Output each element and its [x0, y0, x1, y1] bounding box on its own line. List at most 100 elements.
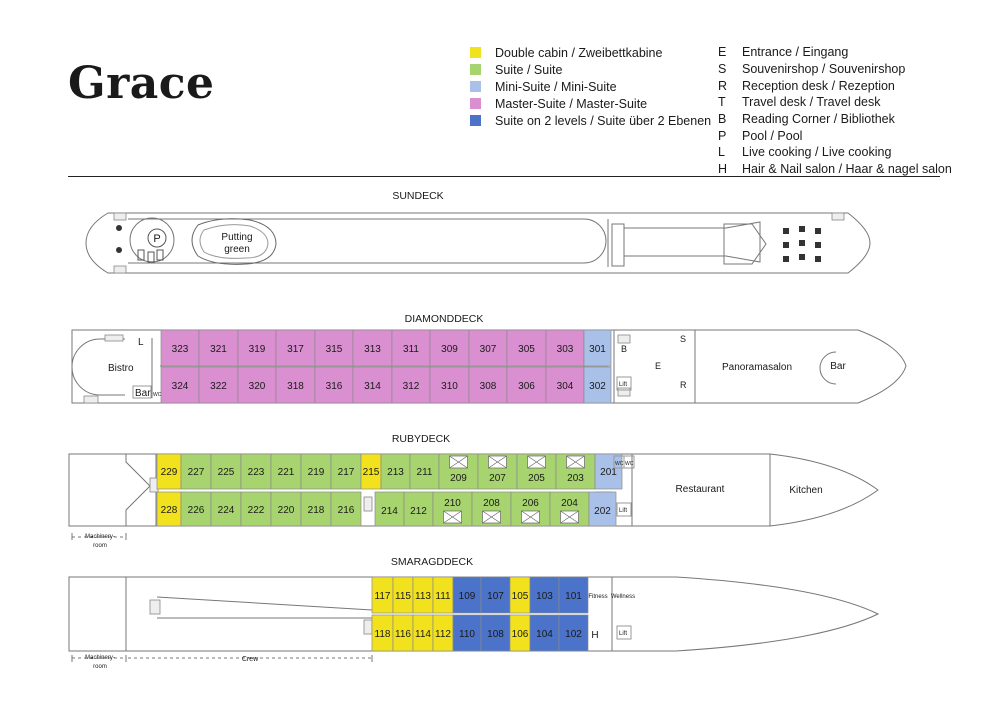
panoramasalon-label: Panoramasalon: [722, 362, 792, 373]
cabin-306: [506, 366, 547, 404]
key-label: Reading Corner / Bibliothek: [742, 112, 895, 127]
cabin-224: [210, 491, 242, 527]
smaragd-machinery-label-1: Machinery-: [85, 655, 115, 661]
sundeck-hull: [85, 212, 871, 274]
cabin-number: 217: [338, 467, 355, 478]
cabin-number: 303: [557, 344, 574, 355]
cabin-324: [160, 366, 200, 404]
cabin-number: 317: [287, 344, 304, 355]
cabin-320: [237, 366, 277, 404]
legend-label: Double cabin / Zweibettkabine: [495, 45, 663, 60]
souvenir-label: S: [680, 334, 686, 344]
cabin-number: 323: [172, 344, 189, 355]
cabin-number: 206: [522, 498, 539, 509]
live-cooking-label: L: [138, 337, 144, 348]
cabin-number: 321: [210, 344, 227, 355]
cabin-212: [403, 491, 434, 527]
cabin-226: [180, 491, 212, 527]
smaragd-machinery-label-2: room: [93, 664, 107, 670]
cabin-number: 215: [363, 467, 380, 478]
cabin-103: [529, 576, 560, 614]
cabin-305: [506, 329, 547, 367]
cabin-number: 219: [308, 467, 325, 478]
cabin-number: 302: [589, 381, 606, 392]
cabin-211: [409, 453, 440, 490]
legend-swatch: [470, 115, 481, 126]
cabin-number: 205: [528, 473, 545, 484]
key-label: Hair & Nail salon / Haar & nagel salon: [742, 162, 952, 177]
cabin-number: 203: [567, 473, 584, 484]
cabin-number: 324: [172, 381, 189, 392]
cabin-number: 216: [338, 505, 355, 516]
cabin-225: [210, 453, 242, 490]
cabin-318: [275, 366, 316, 404]
cabin-number: 105: [512, 591, 529, 602]
entrance-label: E: [655, 361, 661, 371]
cabin-307: [468, 329, 508, 367]
cabin-number: 111: [435, 591, 451, 602]
diamonddeck-title: DIAMONDDECK: [405, 313, 484, 325]
cabin-number: 110: [459, 629, 475, 640]
cabin-number: 226: [188, 505, 205, 516]
forward-bar-label: Bar: [830, 361, 846, 372]
cabin-number: 103: [536, 591, 553, 602]
hair-salon-label: H: [591, 630, 598, 641]
cabin-227: [180, 453, 212, 490]
cabin-number: 320: [249, 381, 266, 392]
cabin-314: [352, 366, 393, 404]
key-label: Entrance / Eingang: [742, 45, 849, 60]
cabin-number: 102: [565, 629, 582, 640]
ruby-wc-2: WC: [625, 461, 634, 467]
legend-label: Mini-Suite / Mini-Suite: [495, 79, 617, 94]
legend-swatch: [470, 47, 481, 58]
cabin-number: 227: [188, 467, 205, 478]
legend-item-suite: Suite / Suite: [470, 61, 711, 78]
wc-box-2: [623, 455, 635, 469]
cabin-number: 304: [557, 381, 574, 392]
cabin-number: 228: [161, 505, 178, 516]
cabin-number: 114: [415, 629, 431, 640]
cabin-202: [588, 491, 617, 527]
cabin-222: [240, 491, 272, 527]
cabin-309: [429, 329, 470, 367]
cabin-number: 315: [326, 344, 343, 355]
crew-label: Crew: [242, 656, 259, 663]
bistro-label: Bistro: [108, 363, 134, 374]
cabin-number: 310: [441, 381, 458, 392]
key-letter: R: [718, 78, 728, 93]
key-letter: P: [718, 128, 727, 143]
aft-bar-label: Bar: [135, 388, 151, 399]
cabin-315: [314, 329, 354, 367]
cabin-number: 306: [518, 381, 535, 392]
cabin-number: 213: [387, 467, 404, 478]
cabin-317: [275, 329, 316, 367]
cabin-319: [237, 329, 277, 367]
key-letter: L: [718, 145, 725, 160]
cabin-number: 104: [536, 629, 553, 640]
cabin-213: [380, 453, 411, 490]
key-letter: S: [718, 62, 727, 77]
smaragddeck-hull: [68, 576, 880, 662]
cabin-number: 209: [450, 473, 467, 484]
balcony-cross: [521, 510, 540, 524]
cabin-313: [352, 329, 393, 367]
diamond-lift-box: [616, 376, 632, 391]
cabin-number: 214: [381, 506, 398, 517]
cabin-312: [391, 366, 431, 404]
smaragd-stairs: [149, 599, 373, 635]
cabin-number: 109: [459, 591, 476, 602]
ruby-lift-label: Lift: [619, 508, 627, 514]
cabin-number: 314: [364, 381, 381, 392]
cabin-number: 311: [403, 344, 419, 355]
cabin-number: 210: [444, 498, 461, 509]
